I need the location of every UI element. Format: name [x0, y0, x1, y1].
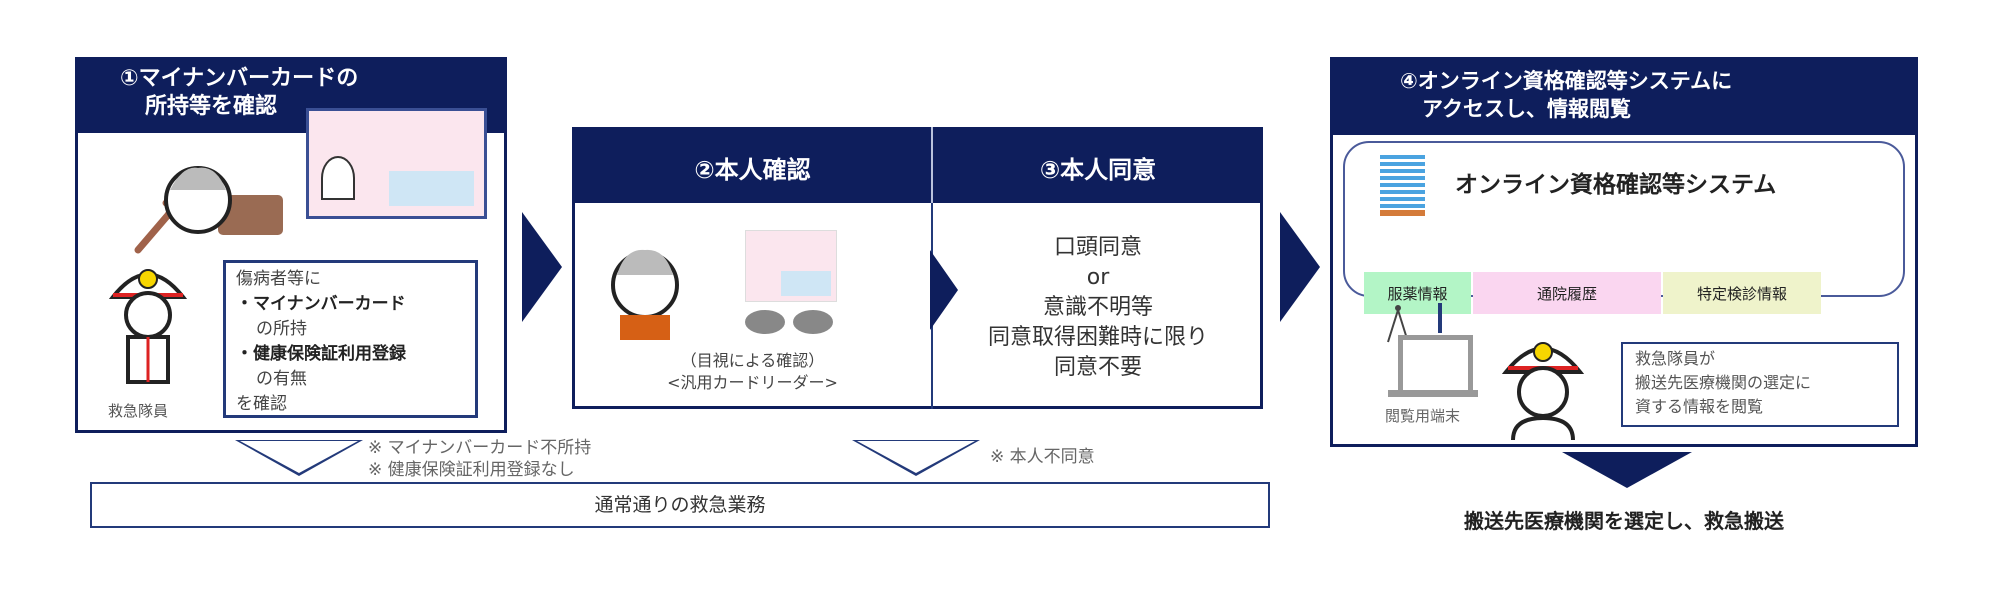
step2-3-box: ②本人確認 ③本人同意 （目視による確認） <汎用カードリーダー> 口頭同意 o…: [572, 127, 1263, 409]
elderly-face-illustration: [611, 249, 679, 340]
laptop-terminal-icon: [1398, 335, 1473, 395]
my-number-card-image: [306, 108, 487, 219]
arrow-step1-to-step2: [522, 212, 562, 322]
consent-line: 同意不要: [1053, 355, 1142, 380]
step2-caption-line1: （目視による確認）: [680, 351, 825, 370]
card-image-small: [745, 230, 837, 302]
step4-title-line1: ④オンライン資格確認等システムに: [1400, 69, 1733, 93]
terminal-label: 閲覧用端末: [1385, 407, 1461, 425]
normal-operations-bar: 通常通りの救急業務: [90, 482, 1270, 528]
eye-icon: [793, 310, 833, 334]
step4-header: ④オンライン資格確認等システムに アクセスし、情報閲覧: [1330, 57, 1918, 135]
bubble-line: 資する情報を閲覧: [1635, 397, 1764, 416]
step2-title: ②本人確認: [694, 156, 811, 184]
step3-note-no-consent: ※ 本人不同意: [990, 447, 1095, 467]
eye-icon: [745, 310, 785, 334]
step3-consent-text: 口頭同意 or 意識不明等 同意取得困難時に限り 同意不要: [933, 233, 1263, 383]
band-visit-history: 通院履歴: [1473, 272, 1661, 314]
consent-line: 意識不明等: [1042, 295, 1153, 320]
consent-line: or: [1086, 265, 1110, 290]
arrow-down-to-transport: [1562, 452, 1692, 488]
bullet-insurance-registration: ・健康保険証利用登録: [236, 344, 406, 364]
building-icon: [1380, 155, 1425, 216]
bubble-end: を確認: [236, 394, 287, 414]
step1-note-no-card: ※ マイナンバーカード不所持: [368, 438, 592, 458]
step3-title: ③本人同意: [1039, 156, 1157, 184]
paramedic-illustration: [108, 269, 188, 384]
bubble-line: 搬送先医療機関の選定に: [1635, 373, 1812, 392]
band-medication-info: 服薬情報: [1364, 272, 1471, 314]
step1-header: ①マイナンバーカードの 所持等を確認: [75, 57, 507, 133]
step1-speech-bubble: 傷病者等に ・マイナンバーカード の所持 ・健康保険証利用登録 の有無 を確認: [223, 260, 478, 418]
step1-title-line2: 所持等を確認: [145, 94, 278, 119]
bubble-line: 救急隊員が: [1635, 349, 1716, 368]
step2-caption-line2: <汎用カードリーダー>: [667, 373, 838, 392]
paramedic-label: 救急隊員: [108, 402, 169, 420]
bullet-insurance-registration-sub: の有無: [256, 369, 307, 389]
consent-line: 同意取得困難時に限り: [987, 325, 1208, 350]
arrow-step3-to-step4: [1280, 212, 1320, 322]
step2-3-header: [572, 127, 1263, 203]
step4-speech-bubble: 救急隊員が 搬送先医療機関の選定に 資する情報を閲覧: [1621, 342, 1899, 427]
bullet-my-number-card-sub: の所持: [256, 319, 307, 339]
step1-box: ①マイナンバーカードの 所持等を確認 救急隊員 傷病者等に ・マイナンバーカード…: [75, 57, 507, 433]
bullet-my-number-card: ・マイナンバーカード: [236, 294, 406, 314]
arrow-step2-to-step3: [930, 250, 958, 330]
step1-note-no-registration: ※ 健康保険証利用登録なし: [368, 460, 575, 480]
step2-caption: （目視による確認） <汎用カードリーダー>: [575, 350, 930, 394]
paramedic-illustration: [1501, 342, 1585, 440]
consent-line: 口頭同意: [1053, 235, 1142, 260]
system-name: オンライン資格確認等システム: [1455, 172, 1777, 198]
step1-title-line1: ①マイナンバーカードの: [120, 66, 359, 91]
band-health-checkup-info: 特定検診情報: [1663, 272, 1821, 314]
bubble-intro: 傷病者等に: [236, 269, 321, 289]
step4-box: ④オンライン資格確認等システムに アクセスし、情報閲覧 オンライン資格確認等シス…: [1330, 57, 1918, 447]
step4-title-line2: アクセスし、情報閲覧: [1422, 97, 1631, 121]
fallen-elderly-illustration: [134, 166, 283, 254]
final-action: 搬送先医療機関を選定し、救急搬送: [1464, 509, 1784, 533]
